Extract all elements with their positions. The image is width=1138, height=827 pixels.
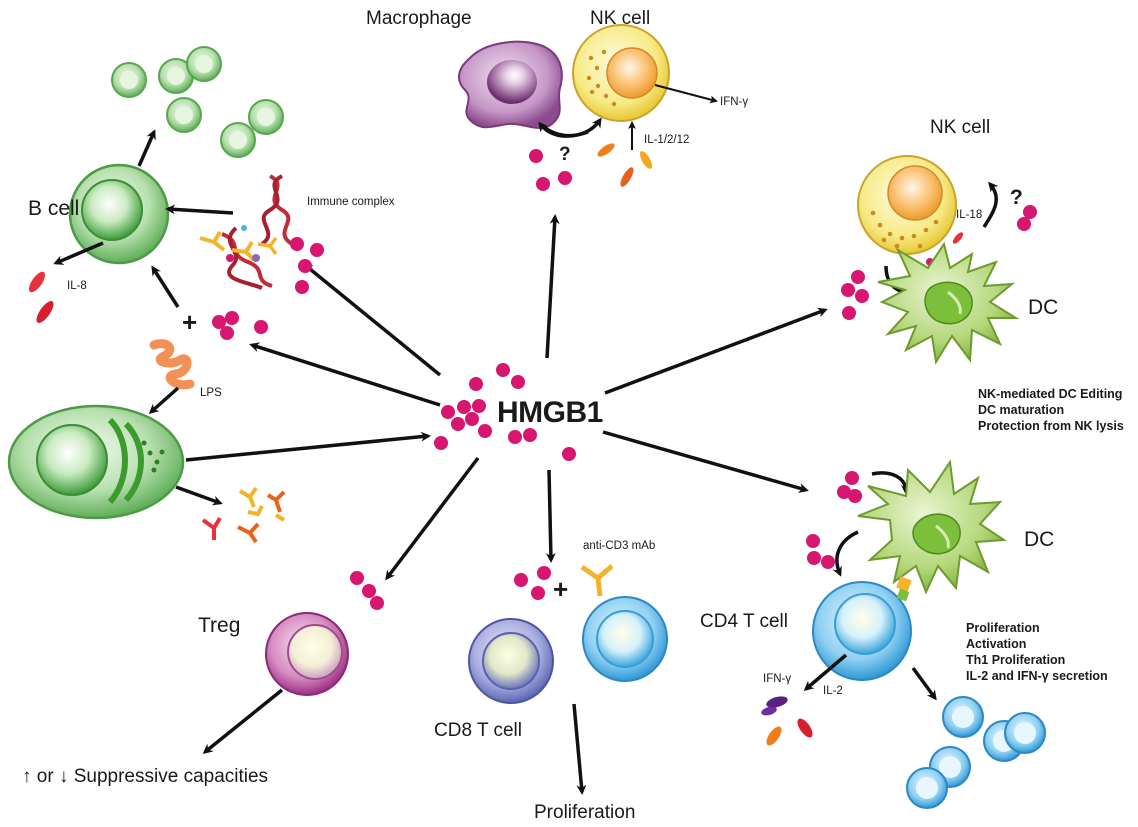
plus-bottom: + [553, 574, 568, 604]
cd4-effects: Proliferation Activation Th1 Proliferati… [966, 621, 1108, 683]
hmgb1-dots-treg [350, 571, 384, 610]
ifn-gamma-top-label: IFN-γ [720, 96, 748, 108]
question-top: ? [559, 144, 571, 165]
lps-label: LPS [200, 387, 222, 399]
arrow-to-cd4-dc [602, 430, 809, 493]
immune-complex-label: Immune complex [307, 196, 395, 208]
b-cell-label: B cell [28, 197, 79, 220]
il-1-2-12-label: IL-1/2/12 [644, 134, 689, 146]
arrow-b-to-il8 [53, 241, 104, 265]
macrophage-label: Macrophage [366, 8, 472, 29]
effect-cd4-2: Th1 Proliferation [966, 653, 1065, 667]
proliferation-bottom-label: Proliferation [534, 802, 635, 823]
antibodies [201, 486, 286, 544]
nk-cell-top: NK cell IFN-γ IL-1/2/12 [572, 8, 748, 187]
immune-complex: Immune complex [199, 174, 395, 290]
arrow-plasma-to-antibodies [175, 485, 223, 506]
arrow-to-nk-dc [604, 307, 828, 395]
arrow-to-treg [385, 456, 480, 581]
effect-cd4-3: IL-2 and IFN-γ secretion [966, 669, 1108, 683]
arrow-to-lps [249, 342, 441, 407]
arrow-lps-to-b [151, 265, 180, 308]
dc-lower-label: DC [1024, 528, 1054, 551]
hmgb1-dots-cd8: + [514, 566, 568, 604]
ifn-gamma-lower-label: IFN-γ [763, 673, 791, 685]
effect-cd4-0: Proliferation [966, 621, 1040, 635]
lps-complex: + LPS [149, 307, 268, 399]
effect-nk-dc-2: Protection from NK lysis [978, 419, 1124, 433]
il-2-label: IL-2 [823, 685, 843, 697]
effect-cd4-1: Activation [966, 637, 1026, 651]
plasma-cell [7, 404, 185, 520]
cd4-proliferation [906, 696, 1046, 809]
main-arrows [185, 214, 828, 581]
hmgb1-dots-cd4 [806, 471, 862, 569]
arrow-to-immune-complex [302, 263, 442, 377]
treg-label: Treg [198, 614, 240, 637]
anti-cd3-label: anti-CD3 mAb [583, 540, 655, 552]
arrow-cd8-to-proliferation [572, 703, 587, 795]
arrow-to-cd8 [545, 469, 556, 563]
nk-cell-right: NK cell IL-18 [857, 117, 990, 266]
arrow-cd4-to-proliferation [911, 666, 937, 701]
arrow-hmgb1-to-cd4 [832, 530, 859, 577]
dc-right-label: DC [1028, 296, 1058, 319]
plus-left: + [182, 307, 197, 337]
nk-dc-effects: NK-mediated DC Editing DC maturation Pro… [978, 387, 1124, 433]
arrow-nk-question [982, 181, 999, 228]
anti-cd3-antibody [580, 564, 614, 597]
cd8-t-cell: CD8 T cell [434, 596, 668, 741]
nk-cell-right-label: NK cell [930, 117, 990, 138]
hmgb1-label: HMGB1 [497, 396, 603, 429]
arrow-immune-complex-to-b [165, 204, 234, 215]
macrophage-cell: Macrophage [366, 8, 563, 129]
arrow-from-plasma-cell [185, 431, 431, 462]
cd4-t-cell: CD4 T cell [700, 576, 912, 681]
hmgb1-dots-immune [290, 237, 324, 294]
arrow-lps-to-plasma [148, 386, 180, 414]
dc-right: DC [877, 241, 1058, 365]
suppressive-label: ↑ or ↓ Suppressive capacities [22, 766, 268, 787]
effect-nk-dc-0: NK-mediated DC Editing [978, 387, 1122, 401]
hmgb1-dots-top: ? [529, 144, 572, 191]
arrow-to-macrophage-nk [545, 214, 560, 359]
treg-cell: Treg [198, 612, 349, 696]
nk-cell-top-label: NK cell [590, 8, 650, 29]
hmgb1-dots-nk-right [841, 205, 1037, 320]
effect-nk-dc-1: DC maturation [978, 403, 1064, 417]
b-cell-proliferation [111, 46, 284, 158]
il-8-label: IL-8 [67, 280, 87, 292]
dc-lower: DC [857, 459, 1054, 595]
arrow-cd4-to-cytokines [803, 653, 848, 691]
question-right: ? [1010, 186, 1023, 209]
b-cell: B cell [28, 163, 170, 265]
arrow-b-to-proliferation [137, 129, 156, 167]
cd8-t-cell-label: CD8 T cell [434, 720, 522, 741]
cd4-t-cell-label: CD4 T cell [700, 611, 788, 632]
hmgb1-center: HMGB1 [434, 363, 603, 461]
arrow-treg-to-suppression [202, 688, 284, 754]
il-18-label: IL-18 [956, 209, 982, 221]
